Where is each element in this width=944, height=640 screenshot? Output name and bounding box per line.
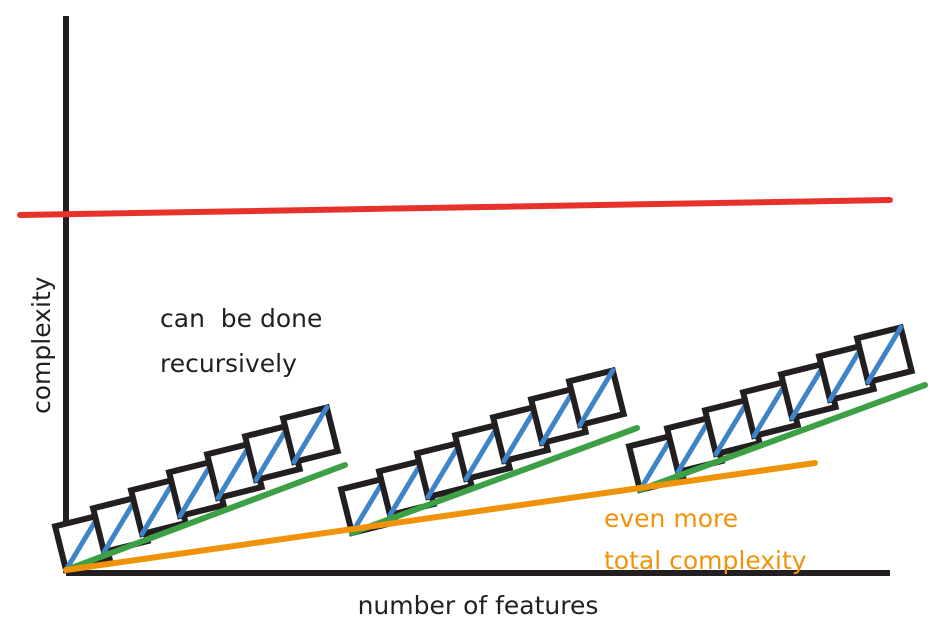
step-box-1-7: [279, 403, 342, 466]
total-complexity-callout-line-1: even more: [604, 504, 738, 533]
step-box-2-7: [565, 366, 628, 429]
recursion-note-line-1: can be done: [160, 304, 322, 333]
green-trend-segment-2: [349, 425, 640, 536]
red-ceiling-line: [17, 197, 893, 218]
recursion-note-line-2: recursively: [160, 349, 297, 378]
green-trend-segment-3: [637, 382, 928, 493]
step-box-3-7: [853, 323, 916, 386]
recursion-note: can be done recursively: [160, 304, 322, 378]
orange-total-line: [63, 460, 818, 573]
green-group-lines: [63, 382, 928, 573]
y-axis-label: complexity: [27, 276, 56, 414]
total-complexity-callout-line-2: total complexity: [604, 546, 807, 575]
x-axis-label: number of features: [358, 591, 599, 620]
green-trend-segment-1: [63, 462, 348, 573]
step-boxes-group: [51, 323, 916, 574]
total-complexity-callout: even more total complexity: [604, 504, 807, 575]
axes-group: [63, 16, 890, 576]
